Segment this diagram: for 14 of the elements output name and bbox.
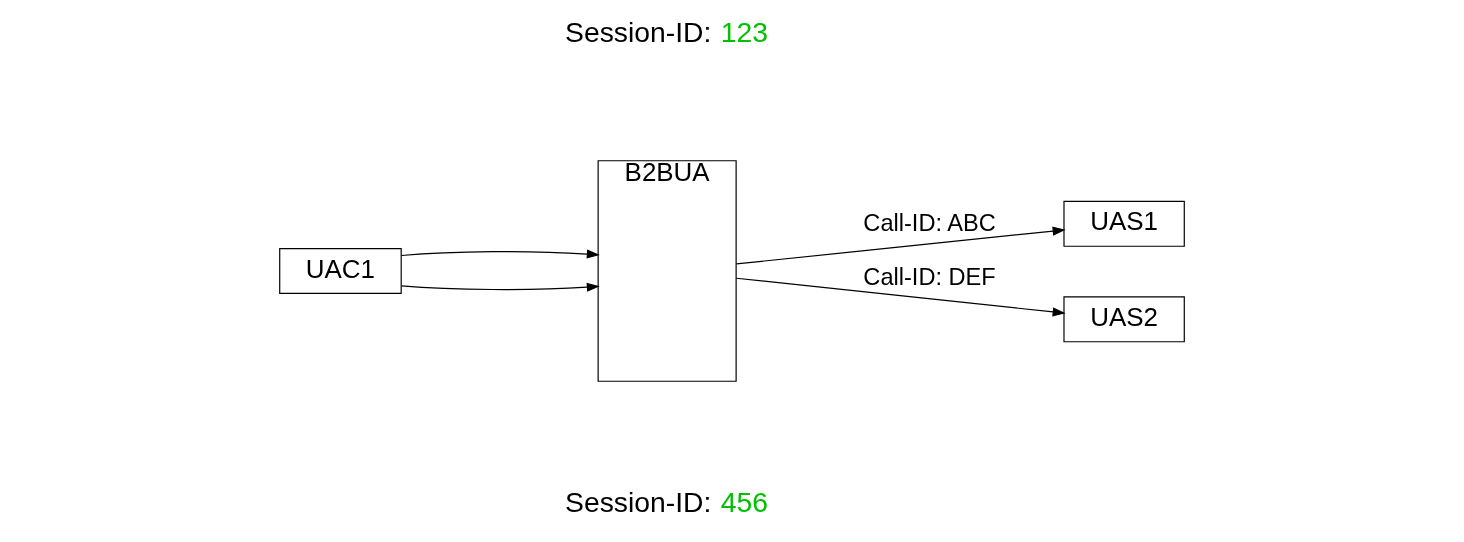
label: 123 <box>720 16 769 49</box>
arrow <box>400 282 600 292</box>
edge-label: Call-ID: ABC <box>863 209 996 236</box>
node-box: UAS1 <box>1063 200 1185 247</box>
node-box: B2BUA <box>597 160 737 382</box>
label: Session-ID: <box>565 485 712 518</box>
node-box: UAC1 <box>279 248 402 294</box>
label: 456 <box>720 485 769 518</box>
arrow <box>735 277 1066 317</box>
node-box: UAS2 <box>1063 296 1185 343</box>
arrow <box>400 249 600 259</box>
label: Session-ID: <box>565 16 712 49</box>
arrow <box>735 226 1066 265</box>
edge-label: Call-ID: DEF <box>863 264 996 291</box>
